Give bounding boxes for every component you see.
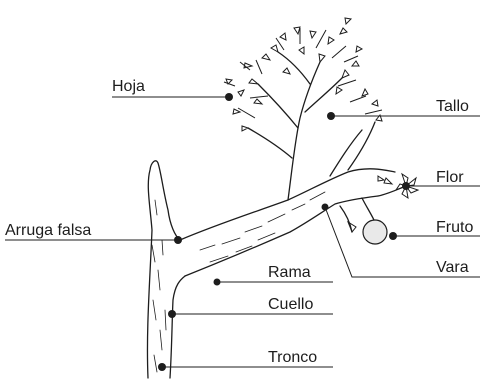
label-vara: Vara xyxy=(436,260,469,276)
stem-side xyxy=(330,130,362,176)
marker-arruga-falsa xyxy=(174,236,182,244)
marker-vara xyxy=(322,204,329,211)
label-flor: Flor xyxy=(436,170,464,186)
fruit-drawing xyxy=(363,220,387,244)
marker-hoja xyxy=(225,93,233,101)
trunk-outline-right xyxy=(170,276,185,378)
label-cuello: Cuello xyxy=(268,297,313,313)
label-rama: Rama xyxy=(268,265,311,281)
marker-tallo xyxy=(327,112,335,120)
marker-rama xyxy=(214,279,221,286)
trunk-outline xyxy=(147,161,180,378)
stem-main xyxy=(288,62,320,200)
label-fruto: Fruto xyxy=(436,220,473,236)
twig-fruit xyxy=(362,198,374,220)
marker-cuello xyxy=(168,310,176,318)
stem-upper-left xyxy=(278,52,310,84)
label-arruga-falsa: Arruga falsa xyxy=(5,223,91,239)
stem-left xyxy=(258,84,298,128)
marker-flor xyxy=(402,182,410,190)
marker-tronco xyxy=(158,363,166,371)
stem-side-2 xyxy=(348,122,375,170)
trunk-bark xyxy=(152,200,166,372)
label-hoja: Hoja xyxy=(112,79,145,95)
branch-bark xyxy=(200,192,325,262)
stem-lower-left xyxy=(248,128,292,158)
label-tallo: Tallo xyxy=(436,99,469,115)
label-tronco: Tronco xyxy=(268,350,317,366)
marker-fruto xyxy=(389,232,397,240)
